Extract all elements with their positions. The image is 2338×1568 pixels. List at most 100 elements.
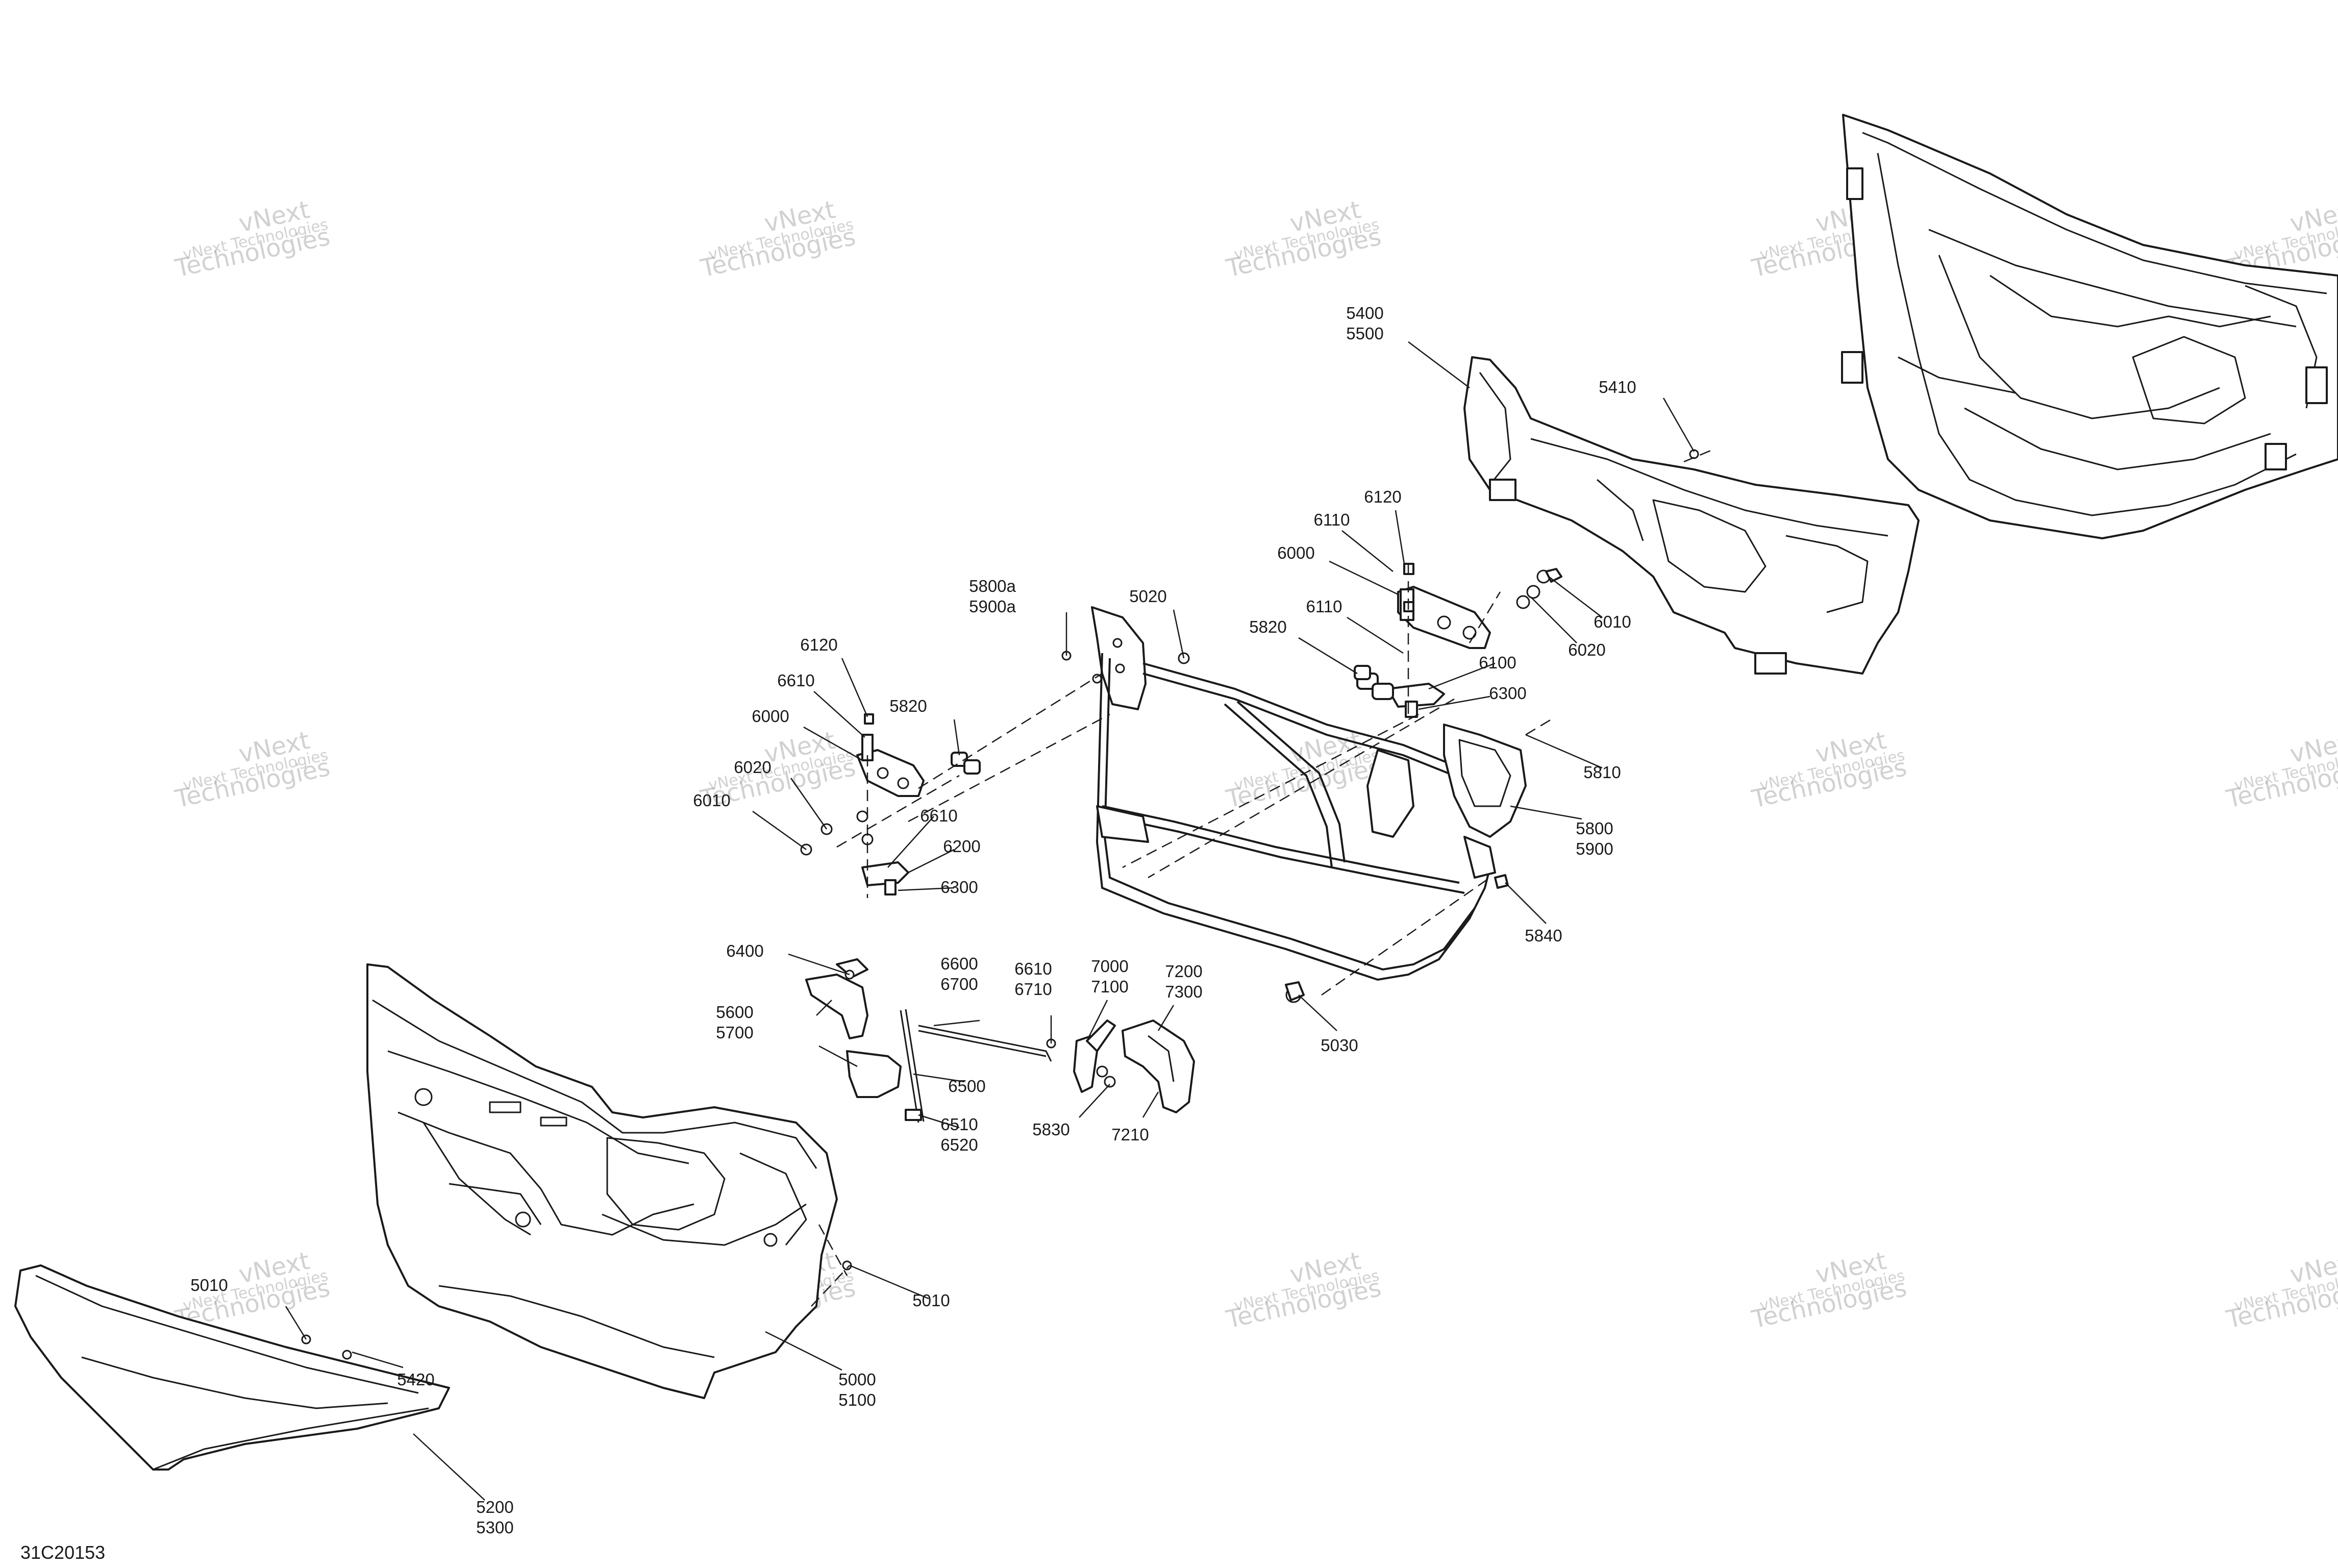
leader-lines: [285, 341, 1695, 1501]
callout-line: 5410: [1599, 378, 1636, 396]
callout-line: 5500: [1346, 324, 1383, 343]
callout-line: 6300: [940, 878, 978, 897]
callout-line: 6020: [734, 758, 771, 777]
callout-line: 5200: [476, 1498, 513, 1516]
callout-6110-r1: 6110: [1314, 510, 1350, 529]
door-frame-illustration: [1091, 606, 1527, 981]
callout-line: 6120: [1364, 487, 1401, 506]
callout-line: 5830: [1032, 1120, 1069, 1139]
callout-5840: 5840: [1525, 926, 1562, 945]
callout-5010-r: 5010: [912, 1291, 950, 1310]
callout-line: 7200: [1165, 962, 1202, 981]
callout-line: 5700: [716, 1023, 753, 1042]
callout-6610-l1: 6610: [777, 671, 814, 690]
callout-6010-l: 6010: [693, 791, 730, 810]
outer-door-panel-illustration: [366, 963, 838, 1399]
callout-5410: 5410: [1599, 378, 1636, 396]
callout-line: 5400: [1346, 304, 1383, 322]
callout-5400-5500: 5400 5500: [1346, 304, 1383, 343]
callout-line: 6020: [1568, 640, 1605, 659]
callout-5810: 5810: [1583, 763, 1621, 782]
callout-line: 6610: [777, 671, 814, 690]
callout-line: 6500: [948, 1077, 985, 1096]
callout-6120-r: 6120: [1364, 487, 1401, 506]
callout-5820-r: 5820: [1249, 617, 1286, 636]
callout-6000-l: 6000: [752, 707, 789, 726]
callout-5200-5300: 5200 5300: [476, 1498, 513, 1537]
latch-components-illustration: [805, 958, 1302, 1123]
callout-line: 6700: [940, 975, 978, 993]
callout-5420: 5420: [397, 1370, 434, 1389]
callout-line: 6400: [726, 941, 763, 960]
callout-line: 6600: [940, 954, 978, 973]
callout-line: 5100: [838, 1390, 876, 1409]
callout-5820-l: 5820: [889, 696, 927, 715]
drawing-id: 31C20153: [20, 1542, 105, 1563]
callout-6200: 6200: [943, 837, 980, 856]
callout-line: 6520: [940, 1135, 978, 1154]
callout-line: 5600: [716, 1003, 753, 1022]
callout-line: 5820: [889, 696, 927, 715]
assembly-guide-lines: [811, 448, 1715, 1307]
callout-line: 6110: [1314, 510, 1350, 529]
callout-line: 6000: [752, 707, 789, 726]
right-hinge-illustration: [1356, 563, 1562, 718]
callout-line: 6010: [1594, 612, 1631, 631]
callout-line: 5820: [1249, 617, 1286, 636]
callout-5800a-5900a: 5800a 5900a: [969, 577, 1016, 616]
callout-line: 5900: [1576, 839, 1613, 858]
callout-line: 5300: [476, 1518, 513, 1537]
callout-6110-r2: 6110: [1306, 597, 1342, 616]
callout-line: 5010: [912, 1291, 950, 1310]
callout-line: 5810: [1583, 763, 1621, 782]
callout-6400: 6400: [726, 941, 763, 960]
callout-line: 6710: [1014, 980, 1052, 999]
callout-7210: 7210: [1111, 1125, 1149, 1144]
callout-line: 7000: [1091, 957, 1128, 976]
callout-6100: 6100: [1479, 653, 1516, 672]
callout-line: 5800: [1576, 819, 1613, 838]
callout-5020: 5020: [1129, 587, 1166, 606]
callout-6120-l: 6120: [800, 635, 837, 654]
callout-line: 6510: [940, 1115, 978, 1134]
callout-line: 6000: [1277, 543, 1314, 562]
callout-5010-l: 5010: [190, 1276, 228, 1295]
callout-5830: 5830: [1032, 1120, 1069, 1139]
callout-line: 5030: [1321, 1036, 1358, 1055]
callout-line: 7300: [1165, 982, 1202, 1001]
callout-line: 6100: [1479, 653, 1516, 672]
callout-line: 5800a: [969, 577, 1016, 595]
callout-6000-r: 6000: [1277, 543, 1314, 562]
callout-line: 5420: [397, 1370, 434, 1389]
assembled-door-illustration: [1841, 114, 2338, 539]
callout-6610-l2: 6610: [920, 806, 957, 825]
callout-line: 6610: [920, 806, 957, 825]
callout-line: 5010: [190, 1276, 228, 1295]
callout-line: 5020: [1129, 587, 1166, 606]
callout-line: 6120: [800, 635, 837, 654]
callout-6600-6700: 6600 6700: [940, 954, 978, 993]
lower-trim-panel-illustration: [14, 1264, 450, 1471]
callout-line: 5900a: [969, 597, 1016, 616]
callout-6500: 6500: [948, 1077, 985, 1096]
callout-line: 5840: [1525, 926, 1562, 945]
callout-line: 6200: [943, 837, 980, 856]
callout-5030: 5030: [1321, 1036, 1358, 1055]
callout-line: 7100: [1091, 977, 1128, 996]
callout-6020-l: 6020: [734, 758, 771, 777]
left-hinge-illustration: [800, 713, 981, 895]
